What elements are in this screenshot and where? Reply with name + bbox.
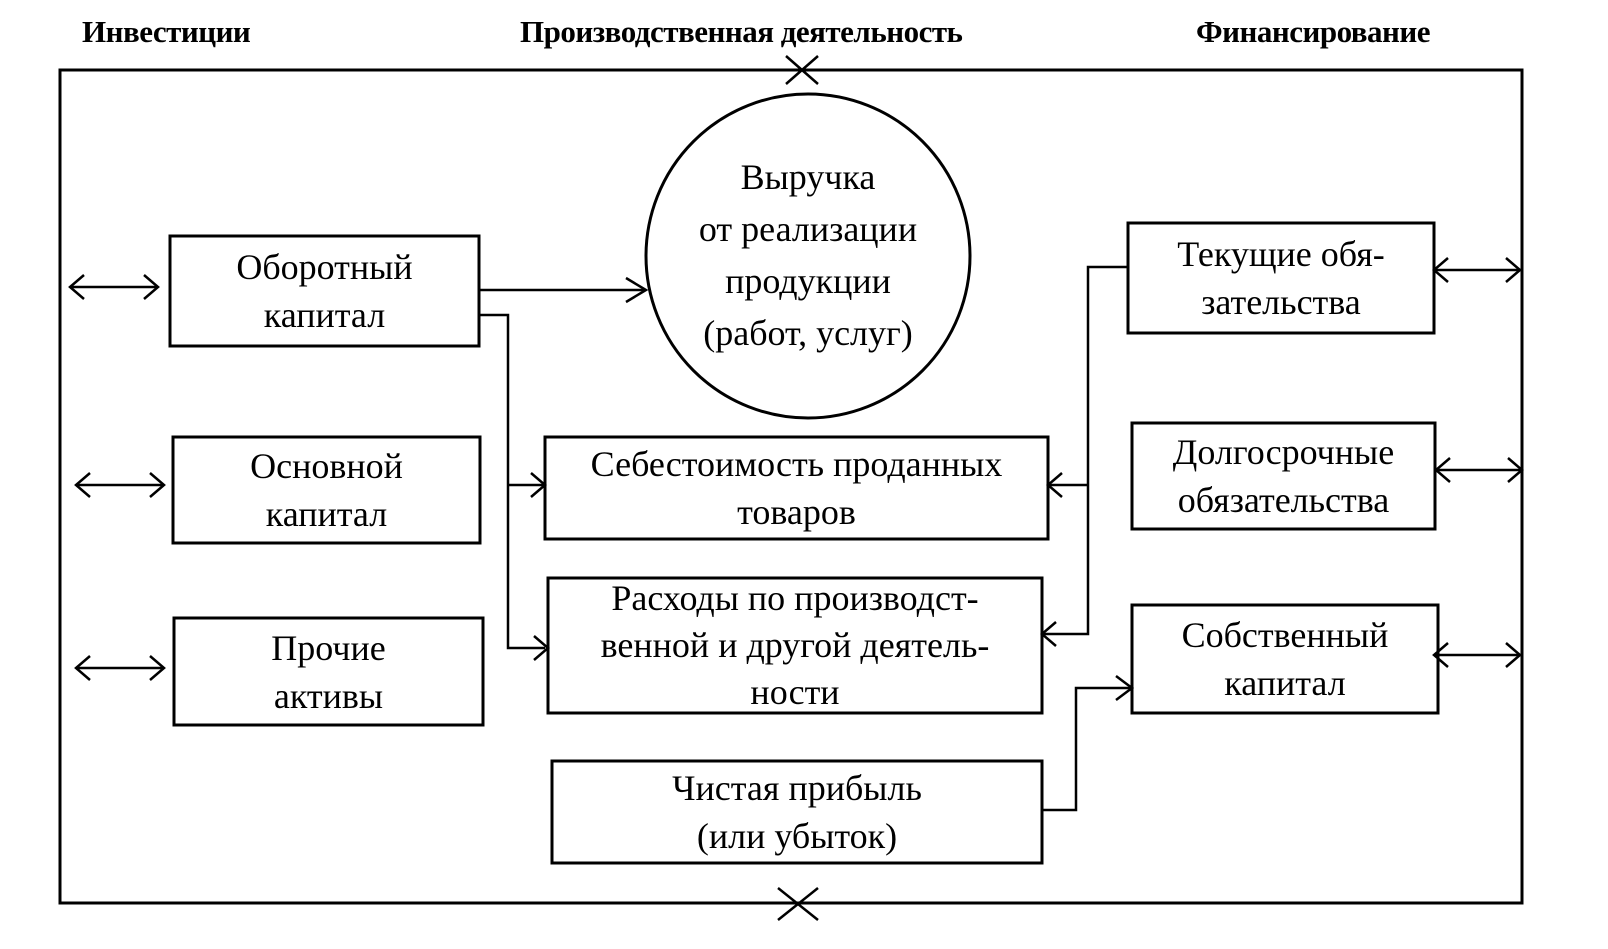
box-net-profit [550, 759, 1044, 865]
arrow-working-capital-to-costs [479, 313, 550, 661]
node-text-line: (или убыток) [696, 816, 898, 856]
circle-revenue [644, 92, 972, 420]
node-text-line: ности [750, 671, 840, 712]
box-expenses [546, 576, 1044, 715]
cross-marker-bottom [777, 887, 819, 921]
heading-financing: Финансирование [1196, 14, 1431, 49]
node-text-line: венной и другой деятель- [600, 624, 990, 665]
arrow-working-capital-to-revenue [479, 276, 649, 304]
node-other-assets: Прочие активы [174, 618, 483, 725]
node-current-liabilities: Текущие обя- зательства [1128, 223, 1434, 333]
node-text-line: товаров [737, 492, 856, 532]
node-text-line: обязательства [1177, 480, 1390, 520]
arrow-liabilities-to-costs [1040, 265, 1128, 647]
node-text-line: Прочие [271, 627, 386, 668]
node-text-line: Выручка [740, 157, 876, 197]
node-text-line: Долгосрочные [1172, 432, 1395, 472]
arrow-other-assets-bidirectional [74, 655, 166, 681]
node-text-line: продукции [725, 261, 891, 301]
node-cogs: Себестоимость проданных товаров [545, 437, 1048, 539]
heading-investments: Инвестиции [82, 14, 251, 49]
box-fixed-capital [171, 435, 482, 545]
arrow-net-profit-to-equity [1042, 675, 1135, 812]
node-text-line: Основной [250, 446, 403, 486]
arrow-current-liabilities-bidirectional [1432, 257, 1522, 283]
node-text-line: (работ, услуг) [703, 313, 913, 353]
node-expenses: Расходы по производст- венной и другой д… [548, 574, 1042, 716]
node-text-line: от реализации [698, 209, 918, 249]
outer-frame [58, 68, 1524, 905]
node-text-line: зательства [1201, 282, 1361, 322]
node-revenue: Выручка от реализации продукции (работ, … [646, 135, 970, 375]
node-net-profit: Чистая прибыль (или убыток) [552, 761, 1042, 863]
cross-marker-top [785, 55, 819, 85]
heading-operations: Производственная деятельность [520, 14, 963, 49]
box-long-term-liabilities [1130, 421, 1437, 531]
node-long-term-liabilities: Долгосрочные обязательства [1132, 423, 1435, 529]
node-text-line: капитал [1224, 663, 1346, 703]
node-text-line: Оборотный [236, 247, 413, 287]
node-text-line: активы [273, 675, 384, 716]
arrow-long-term-liabilities-bidirectional [1434, 457, 1524, 483]
node-text-line: капитал [265, 494, 388, 534]
box-other-assets [172, 616, 485, 727]
node-fixed-capital: Основной капитал [173, 437, 480, 543]
node-text-line: Расходы по производст- [611, 577, 979, 618]
arrow-fixed-capital-bidirectional [74, 472, 166, 498]
box-cogs [543, 435, 1050, 541]
node-text-line: Себестоимость проданных [590, 444, 1003, 484]
arrow-equity-bidirectional [1432, 642, 1522, 668]
node-equity: Собственный капитал [1132, 605, 1438, 713]
node-text-line: капитал [263, 295, 386, 335]
box-current-liabilities [1126, 221, 1436, 335]
arrow-working-capital-bidirectional [68, 274, 160, 300]
node-text-line: Текущие обя- [1177, 234, 1385, 274]
node-text-line: Собственный [1181, 615, 1389, 655]
node-working-capital: Оборотный капитал [170, 236, 479, 346]
node-text-line: Чистая прибыль [672, 768, 922, 808]
